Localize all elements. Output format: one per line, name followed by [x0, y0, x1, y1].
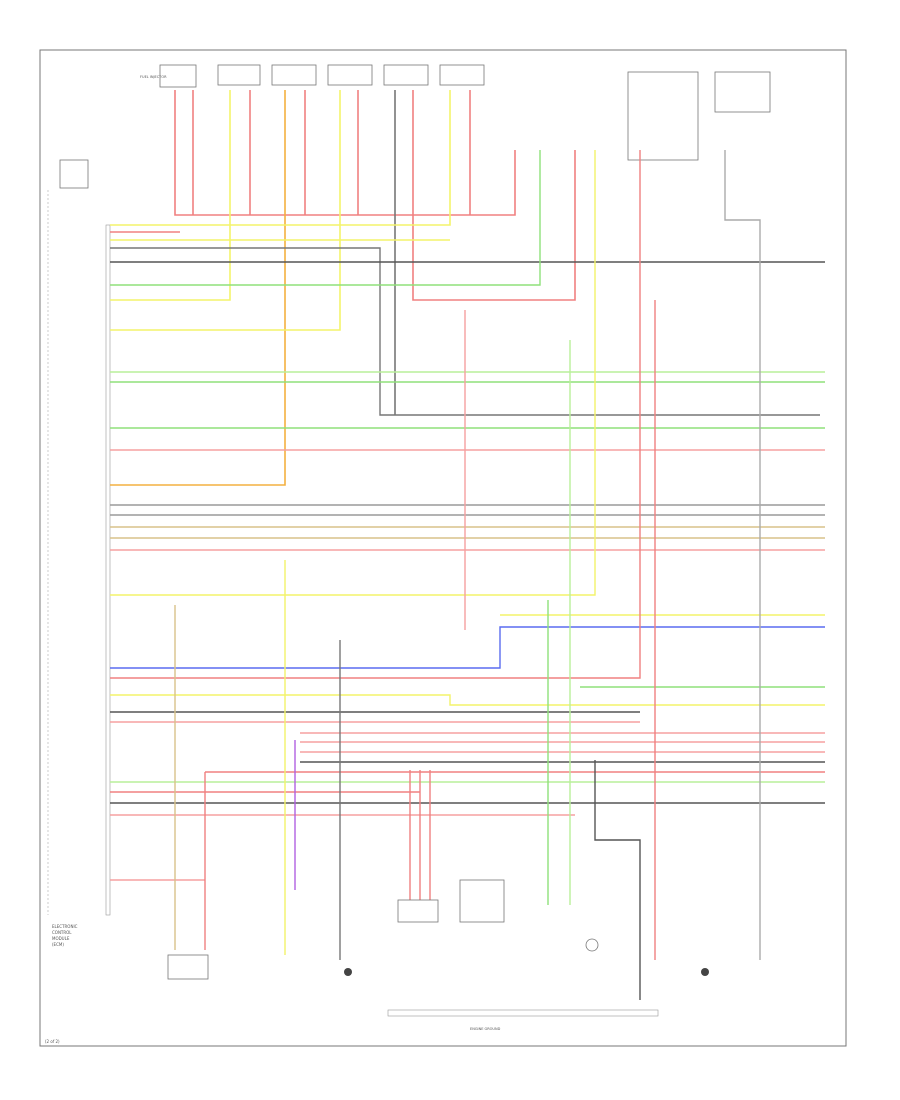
ecm-module-top — [59, 159, 89, 189]
injector-row: FUEL INJECTOR — [140, 64, 485, 88]
sensor-box-bottom-1 — [167, 954, 209, 980]
connector-6 — [439, 64, 485, 86]
ecm-box — [105, 224, 111, 916]
connector-bottom-2 — [397, 899, 439, 923]
sensor-box-right — [627, 71, 699, 161]
sensor-circle — [585, 938, 599, 952]
connector-4 — [327, 64, 373, 86]
connector-1 — [159, 64, 197, 88]
connector-2 — [217, 64, 261, 86]
diagram-frame — [39, 49, 847, 1047]
horizontal-wires — [110, 150, 825, 881]
ecm-label-line2: CONTROL — [52, 930, 72, 935]
ecm-label-line3: MODULE — [52, 936, 70, 941]
bottom-wires — [174, 150, 761, 1000]
ecm-label-line4: (ECM) — [52, 942, 64, 947]
relay-box — [714, 71, 771, 113]
injector-title: FUEL INJECTOR — [140, 75, 167, 79]
connector-3 — [271, 64, 317, 86]
connector-bottom-3 — [459, 879, 505, 923]
connector-5 — [383, 64, 429, 86]
ecm-label: ELECTRONIC CONTROL MODULE (ECM) — [52, 924, 78, 947]
ground-bus-label: ENGINE GROUND — [470, 1027, 501, 1031]
bottom-components: ENGINE GROUND — [167, 879, 709, 1031]
ecm-label-line1: ELECTRONIC — [52, 924, 78, 929]
injector-wires — [110, 90, 576, 486]
ground-bus — [387, 1009, 659, 1017]
ground-2 — [701, 968, 709, 976]
footer-left: (2 of 2) — [45, 1039, 60, 1044]
ground-1 — [344, 968, 352, 976]
